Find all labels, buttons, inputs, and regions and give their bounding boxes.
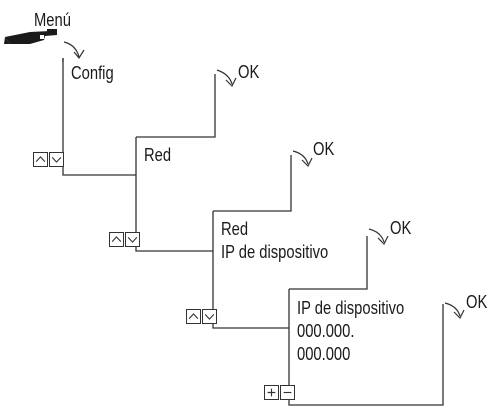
up-arrow-icon (111, 236, 122, 243)
up-button-red-ip[interactable] (186, 309, 201, 324)
screen-red-ip-line-1: Red (221, 219, 249, 239)
minus-button[interactable] (280, 385, 295, 400)
ok-label-red: OK (313, 139, 335, 159)
curved-arrow-icon-4 (444, 302, 465, 320)
screen-config-line-1: Config (71, 63, 114, 83)
plus-icon (267, 388, 276, 397)
nav-buttons-red-ip (186, 309, 217, 324)
nav-buttons-red (109, 232, 140, 247)
curved-arrow-icon-2 (292, 150, 313, 168)
down-arrow-icon (51, 156, 62, 163)
screen-red-line-1: Red (144, 145, 172, 165)
plus-button[interactable] (264, 385, 279, 400)
screen-frame-red-ip (212, 211, 289, 329)
screen-red-ip-line-2: IP de dispositivo (221, 242, 329, 262)
up-arrow-icon (188, 313, 199, 320)
nav-buttons-ip-value (264, 385, 295, 400)
down-button-config[interactable] (49, 152, 64, 167)
up-button-red[interactable] (109, 232, 124, 247)
up-arrow-icon (35, 156, 46, 163)
screen-ip-value-line-2: 000.000. (297, 321, 355, 341)
menu-label: Menú (34, 10, 71, 30)
ok-label-config: OK (238, 62, 260, 82)
minus-icon (283, 391, 292, 394)
screen-ip-value-line-1: IP de dispositivo (297, 298, 405, 318)
curved-arrow-icon-1 (216, 69, 237, 88)
screen-frame-config (62, 58, 136, 176)
screen-ip-value-line-3: 000.000 (297, 344, 351, 364)
up-button-config[interactable] (33, 152, 48, 167)
curved-arrow-icon-3 (368, 228, 389, 246)
screen-frame-ip-value (288, 289, 444, 406)
down-arrow-icon (127, 236, 138, 243)
ok-label-red-ip: OK (390, 218, 412, 238)
down-arrow-icon (204, 313, 215, 320)
nav-buttons-config (33, 152, 64, 167)
ok-label-ip-value: OK (466, 292, 488, 312)
down-button-red-ip[interactable] (202, 309, 217, 324)
curved-arrow-icon-menu (63, 41, 85, 60)
screen-frame-red (135, 137, 213, 252)
down-button-red[interactable] (125, 232, 140, 247)
pointing-hand-icon (4, 29, 57, 44)
